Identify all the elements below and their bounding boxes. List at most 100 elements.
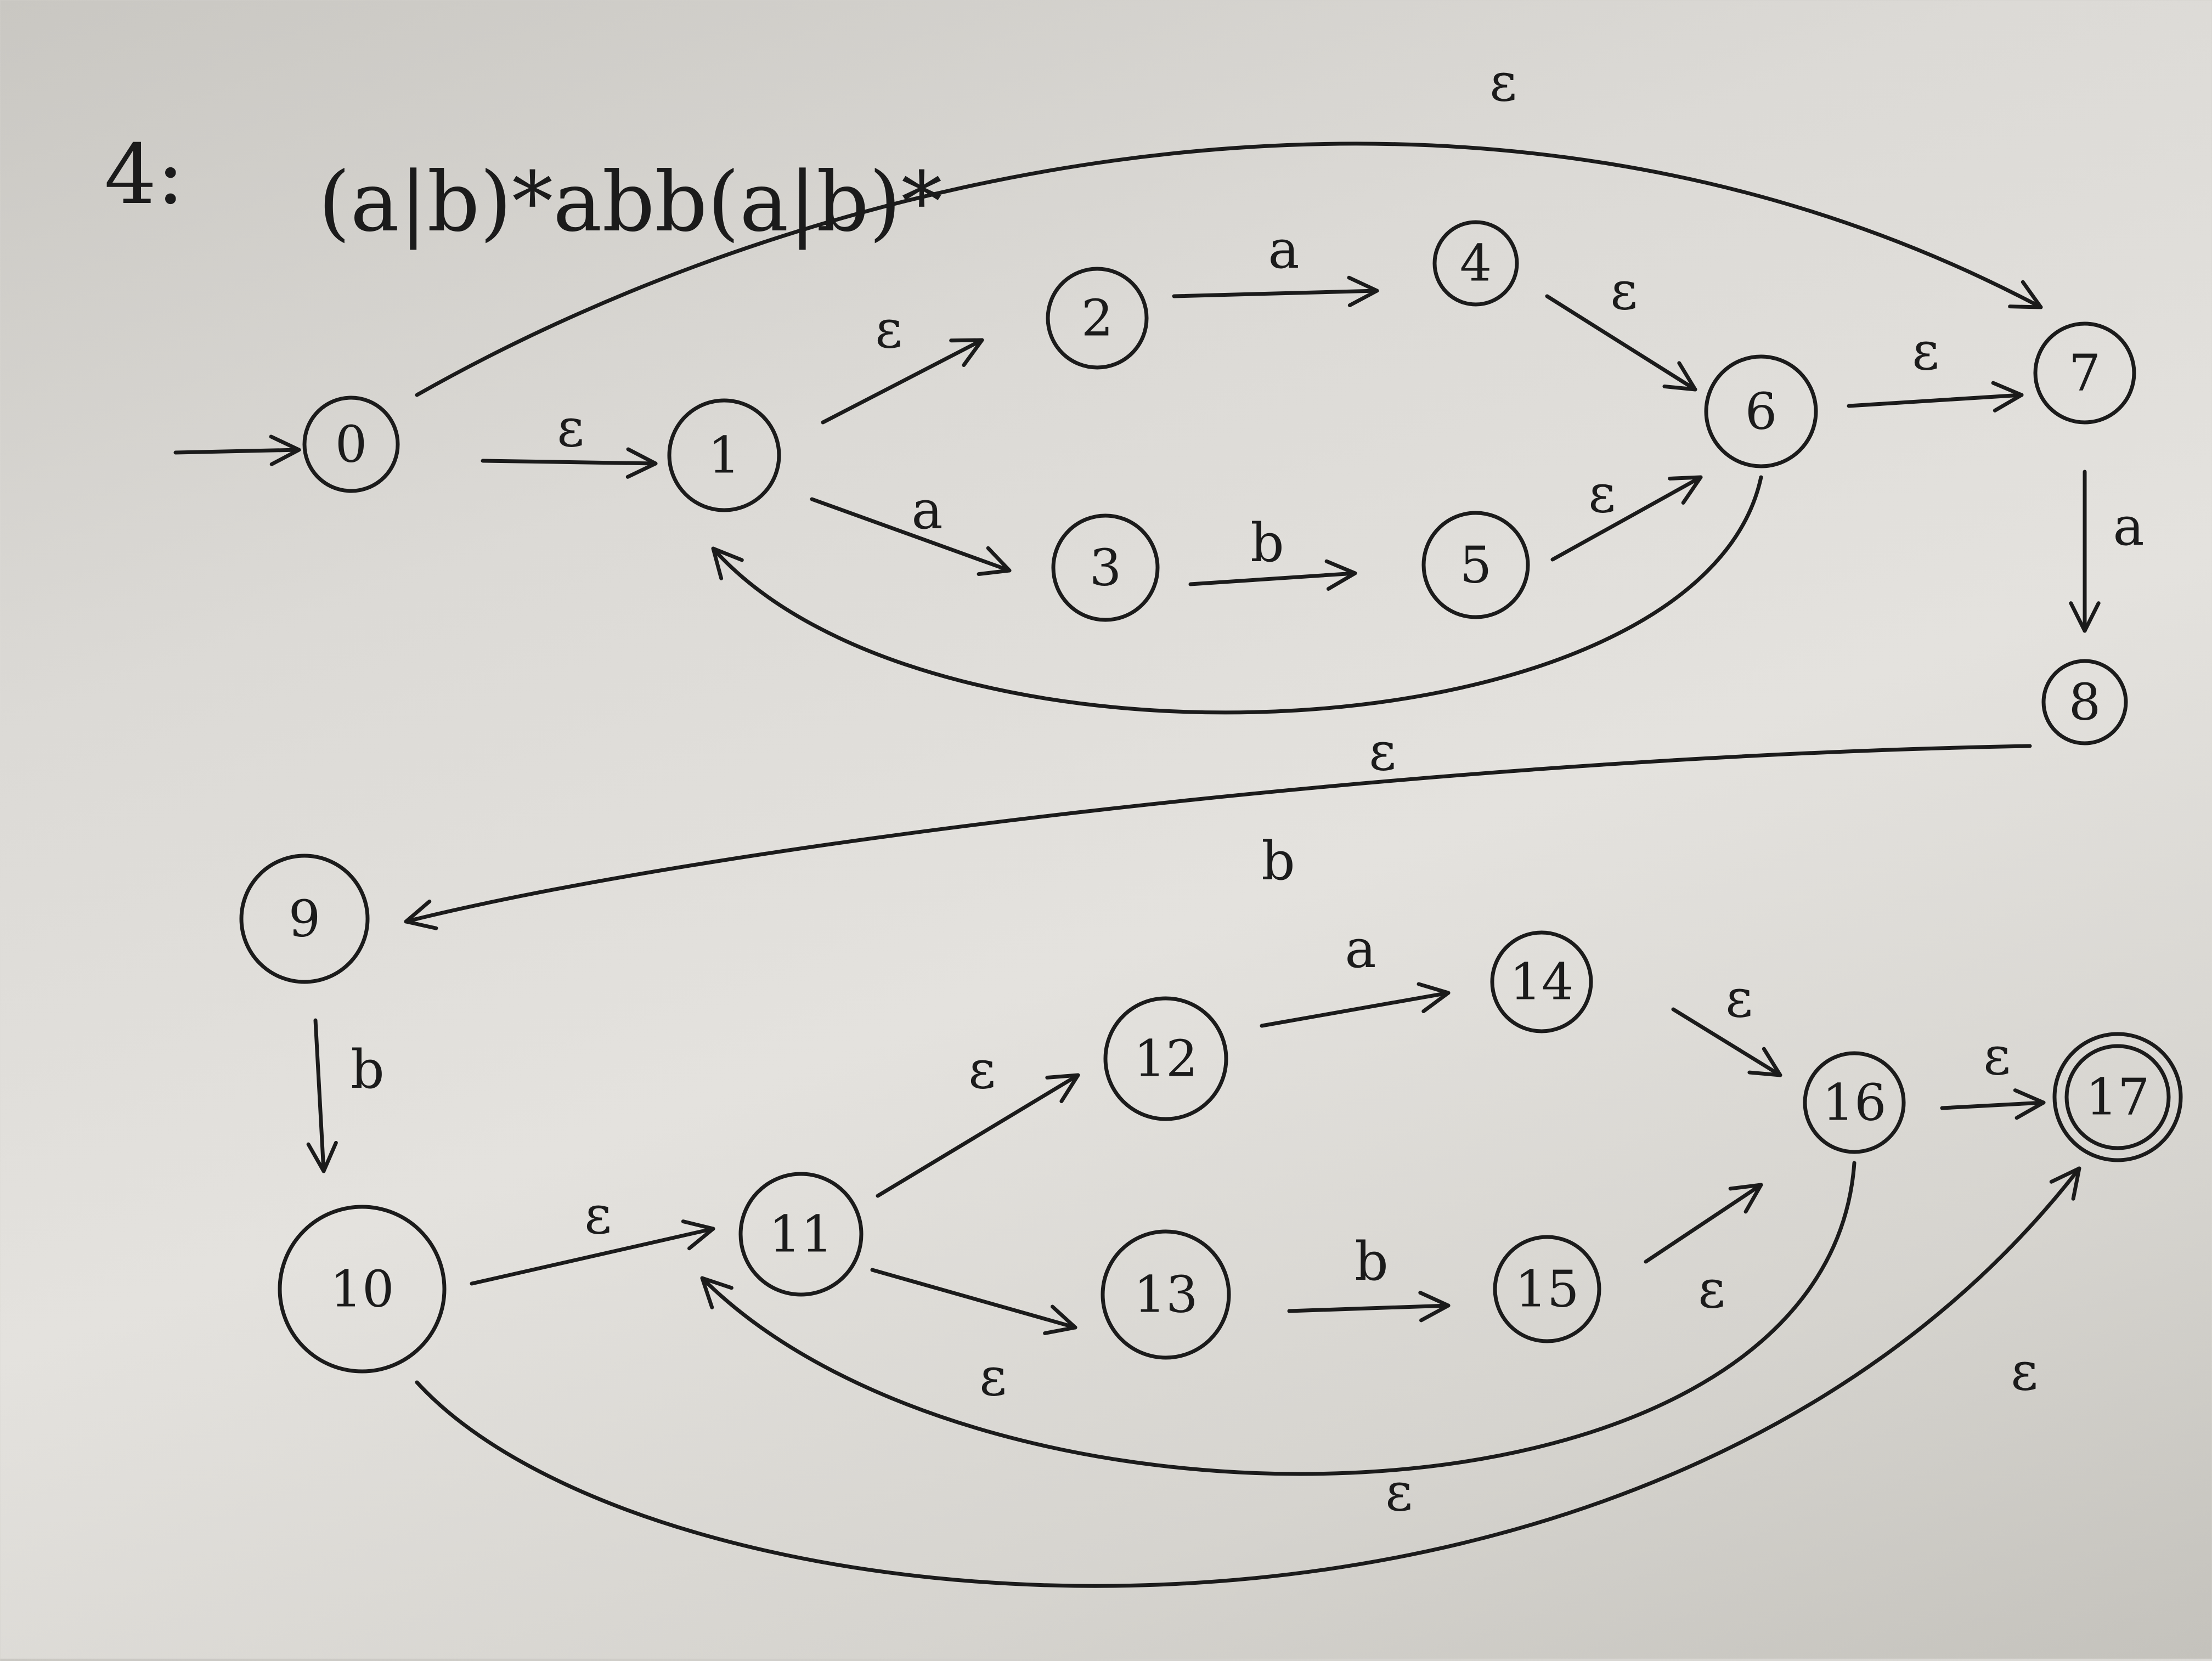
state-17: 17 (2052, 1032, 2183, 1162)
transition-0-to-7: ε (415, 52, 2043, 397)
state-circle (302, 396, 400, 493)
state-circle (239, 854, 370, 984)
transition-symbol: ε (1610, 260, 1638, 321)
state-circle (1432, 220, 1519, 307)
state-label: 15 (1515, 1260, 1579, 1319)
transition-symbol: b (1250, 512, 1284, 574)
transition-symbol: ε (1698, 1258, 1725, 1320)
transition-9-to-10: b (306, 1018, 385, 1173)
transition-arrow (1550, 475, 1703, 562)
transition-1-to-3: a (810, 479, 1012, 577)
state-circle (1803, 1051, 1906, 1154)
state-7: 7 (2033, 321, 2136, 425)
regex-heading: (a|b)*abb(a|b)* (318, 155, 943, 250)
state-circle (2041, 659, 2128, 745)
state-label: 0 (335, 415, 368, 474)
transition-symbol: ε (1588, 463, 1616, 524)
state-4: 4 (1432, 220, 1519, 307)
state-circle (667, 398, 781, 512)
transition-16-to-11: ε (700, 1161, 1857, 1523)
transition-arrow (821, 338, 984, 425)
transition-symbol: b (1261, 830, 1295, 892)
transition-3-to-5: b (1188, 512, 1357, 591)
transition-arrow (876, 1073, 1080, 1198)
transition-13-to-15: b (1287, 1231, 1451, 1323)
state-circle (2033, 321, 2136, 425)
state-9: 9 (239, 854, 370, 984)
state-0: 0 (302, 396, 400, 493)
problem-label: 4: (104, 127, 184, 223)
transition-arrow (1940, 1088, 2046, 1120)
transition-arrow (1260, 982, 1451, 1028)
state-15: 15 (1493, 1235, 1601, 1343)
transition-6-to-7: ε (1847, 320, 2024, 413)
state-circle (1101, 1229, 1231, 1360)
state-label: 9 (289, 890, 321, 948)
transition-7-to-8: a (2069, 470, 2145, 633)
transition-symbol: ε (875, 298, 902, 360)
transition-arrow (1188, 559, 1357, 591)
state-label: 6 (1745, 382, 1778, 441)
transition-symbol: ε (1489, 52, 1517, 113)
transition-0-to-1: ε (481, 397, 658, 479)
state-label: 17 (2085, 1068, 2149, 1127)
state-13: 13 (1101, 1229, 1231, 1360)
transition-arrow (415, 1166, 2081, 1588)
transition-arrow (1644, 1183, 1763, 1264)
transition-arrow (810, 497, 1012, 577)
transition-4-to-6: ε (1545, 260, 1697, 392)
state-circle (1704, 354, 1818, 468)
transition-arrow (870, 1268, 1077, 1335)
transition-symbol: ε (979, 1346, 1007, 1408)
state-label: 1 (708, 426, 741, 485)
transition-arrow (1545, 294, 1697, 392)
transition-15-to-16: ε (1644, 1183, 1763, 1320)
state-circle (1046, 267, 1149, 370)
state-16: 16 (1803, 1051, 1906, 1154)
transition-arrow (481, 447, 658, 479)
state-circle (1421, 511, 1530, 619)
state-label: 16 (1822, 1074, 1886, 1132)
state-label: 13 (1133, 1265, 1198, 1324)
accepting-state-inner-circle (2064, 1044, 2171, 1150)
state-circle (1051, 513, 1160, 622)
transition-12-to-14: a (1260, 918, 1451, 1028)
state-label: 4 (1460, 234, 1492, 293)
transition-symbol: ε (1912, 320, 1939, 382)
transition-symbol: ε (1983, 1025, 2011, 1087)
state-label: 7 (2069, 344, 2101, 403)
transition-arrow (404, 744, 2032, 930)
start-arrow (173, 434, 301, 466)
state-1: 1 (667, 398, 781, 512)
state-label: 12 (1133, 1030, 1198, 1088)
transition-arrow (1847, 381, 2024, 413)
transition-10-to-11: ε (470, 1184, 715, 1286)
transition-arrow (1287, 1291, 1451, 1323)
transition-symbol: ε (2011, 1341, 2038, 1402)
state-label: 5 (1460, 536, 1492, 595)
state-label: 8 (2069, 673, 2101, 732)
state-5: 5 (1421, 511, 1530, 619)
transition-arrow (470, 1219, 715, 1286)
transition-11-to-13: ε (870, 1268, 1077, 1408)
state-11: 11 (738, 1172, 864, 1297)
state-circle (738, 1172, 864, 1297)
transition-symbol: ε (557, 397, 584, 459)
transition-arrow (306, 1018, 338, 1173)
transition-arrow (415, 142, 2043, 397)
state-label: 10 (330, 1260, 394, 1319)
transition-symbol: a (911, 479, 943, 541)
transition-10-to-17: ε (415, 1166, 2081, 1588)
state-circle (1490, 930, 1593, 1033)
state-circle (1103, 996, 1228, 1121)
state-12: 12 (1103, 996, 1228, 1121)
transition-arrow (1671, 1007, 1782, 1077)
state-circle (1493, 1235, 1601, 1343)
transition-symbol: ε (968, 1039, 996, 1100)
state-10: 10 (278, 1205, 447, 1374)
state-14: 14 (1490, 930, 1593, 1033)
transition-arrow (700, 1161, 1857, 1476)
